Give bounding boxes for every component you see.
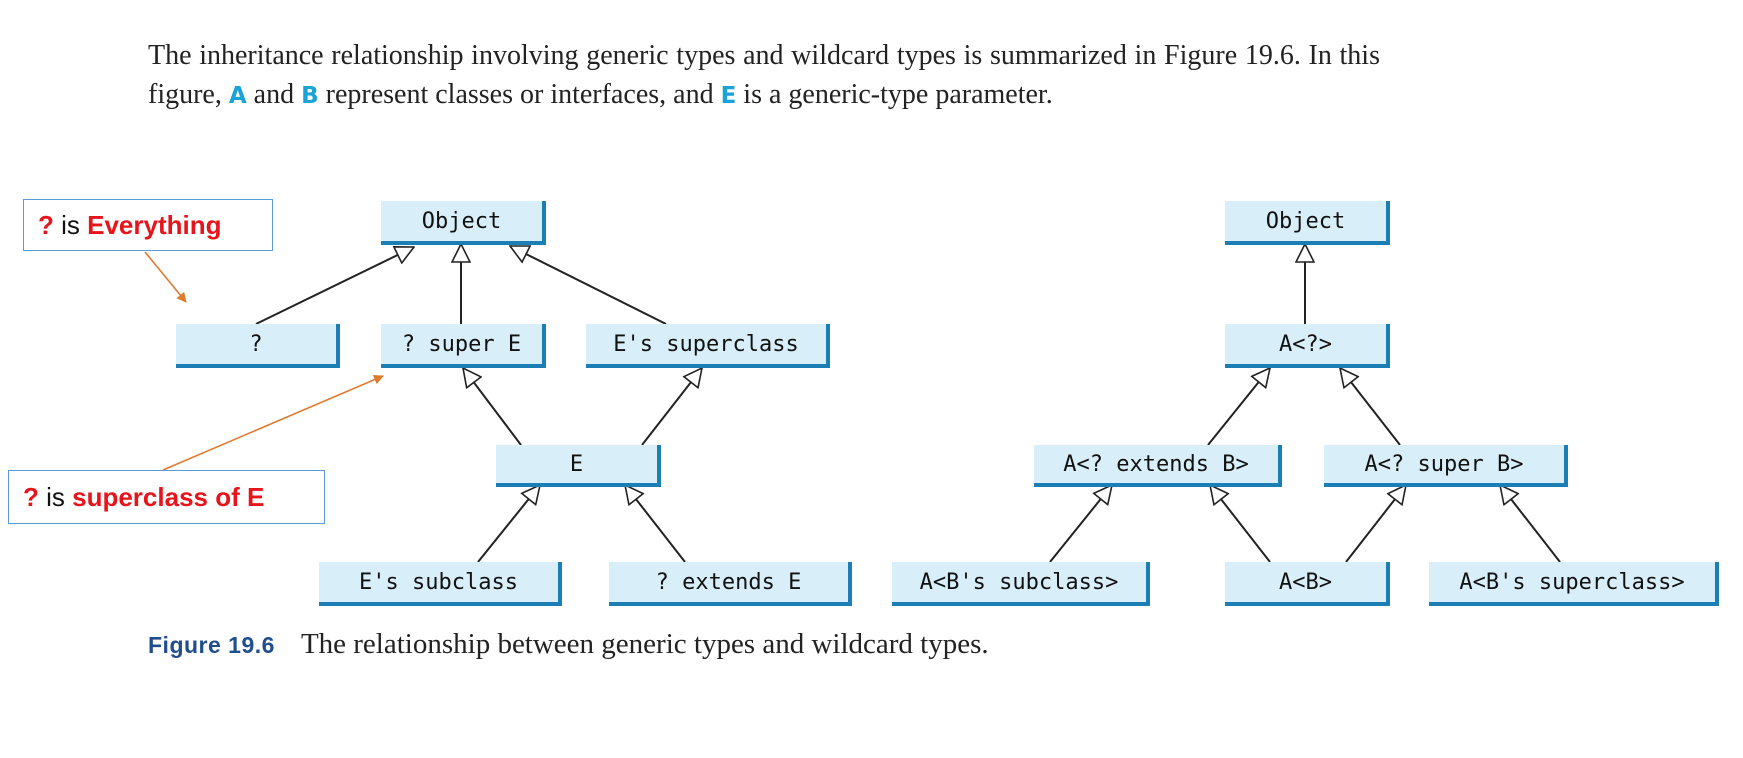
node-a-super-b: A<? super B> bbox=[1324, 445, 1568, 487]
callout-superclass-text: superclass of E bbox=[72, 481, 265, 512]
callout-everything: ? is Everything bbox=[23, 199, 273, 251]
callout-superclass-of-e: ? is superclass of E bbox=[8, 470, 325, 524]
keyword-e: E bbox=[720, 83, 737, 109]
node-extends-e: ? extends E bbox=[609, 562, 852, 606]
intro-paragraph: The inheritance relationship involving g… bbox=[148, 36, 1380, 116]
arrow-a-b-to-a-super-b bbox=[1345, 485, 1406, 563]
node-a-b-superclass: A<B's superclass> bbox=[1429, 562, 1719, 606]
arrow-a-b-subclass-to-a-extends-b bbox=[1049, 485, 1112, 563]
arrow-a-super-b-to-a-wildcard bbox=[1340, 368, 1401, 446]
arrow-a-b-superclass-to-a-super-b bbox=[1500, 485, 1561, 563]
node-e-superclass: E's superclass bbox=[586, 324, 830, 368]
node-a-b-subclass: A<B's subclass> bbox=[892, 562, 1150, 606]
node-a-extends-b: A<? extends B> bbox=[1034, 445, 1282, 487]
callout-superclass-q: ? bbox=[23, 481, 39, 512]
callout-everything-q: ? bbox=[38, 209, 54, 240]
node-e: E bbox=[496, 445, 661, 487]
arrow-wildcard-to-object bbox=[255, 247, 414, 325]
node-super-e: ? super E bbox=[381, 324, 546, 368]
arrow-a-b-to-a-extends-b bbox=[1210, 485, 1271, 563]
node-a-b: A<B> bbox=[1225, 562, 1390, 606]
callout-superclass-is: is bbox=[38, 481, 73, 512]
arrow-e-superclass-to-object bbox=[510, 245, 667, 325]
intro-text-3: represent classes or interfaces, and bbox=[318, 79, 721, 110]
callout-everything-is: is bbox=[53, 209, 88, 240]
callout-arrow-everything bbox=[144, 251, 187, 303]
node-object-right: Object bbox=[1225, 201, 1390, 245]
callout-arrow-superclass bbox=[162, 374, 384, 471]
arrow-a-extends-b-to-a-wildcard bbox=[1207, 368, 1270, 446]
node-object-left: Object bbox=[381, 201, 546, 245]
arrow-e-subclass-to-e bbox=[477, 485, 540, 563]
arrow-e-to-super-e bbox=[463, 368, 522, 446]
arrow-extends-e-to-e bbox=[625, 485, 686, 563]
figure-label: Figure 19.6 bbox=[148, 632, 275, 658]
intro-text-1: The inheritance relationship involving g… bbox=[148, 40, 1380, 110]
keyword-b: B bbox=[301, 83, 319, 109]
node-e-subclass: E's subclass bbox=[319, 562, 562, 606]
figure-caption: Figure 19.6 The relationship between gene… bbox=[148, 628, 989, 661]
figure-caption-text: The relationship between generic types a… bbox=[300, 628, 989, 660]
callout-everything-text: Everything bbox=[87, 209, 222, 240]
intro-text-4: is a generic-type parameter. bbox=[736, 79, 1053, 110]
arrow-e-to-e-superclass bbox=[641, 368, 702, 446]
keyword-a: A bbox=[228, 83, 247, 109]
node-wildcard: ? bbox=[176, 324, 340, 368]
intro-text-2: and bbox=[246, 79, 302, 110]
node-a-wildcard: A<?> bbox=[1225, 324, 1390, 368]
